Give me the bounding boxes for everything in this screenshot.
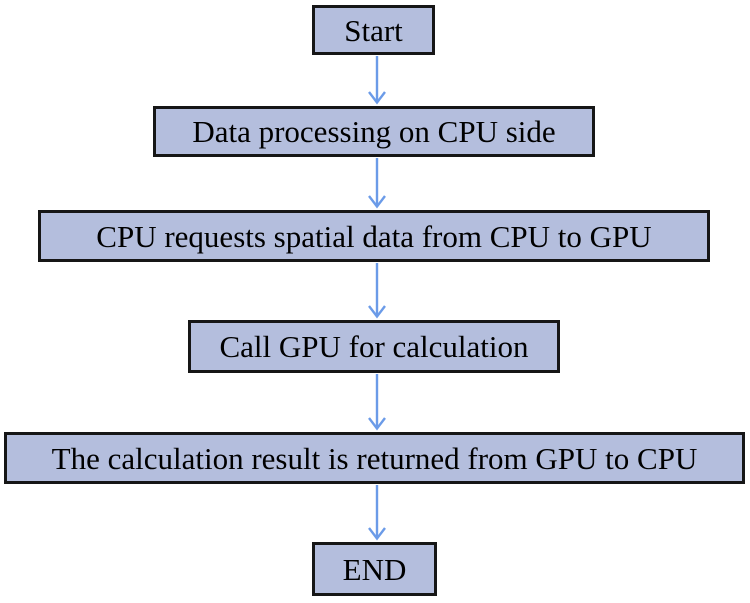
arrow-down-icon [368,56,386,105]
arrow-down-icon [368,263,386,319]
node-process-cpu: Data processing on CPU side [153,106,595,157]
node-call-gpu: Call GPU for calculation [188,320,560,373]
arrow-down-icon [368,485,386,541]
node-end: END [312,542,437,596]
arrow-down-icon [368,374,386,431]
node-return-result: The calculation result is returned from … [4,432,745,484]
node-transfer-to-gpu: CPU requests spatial data from CPU to GP… [38,210,710,262]
node-start: Start [312,5,435,55]
arrow-down-icon [368,158,386,209]
